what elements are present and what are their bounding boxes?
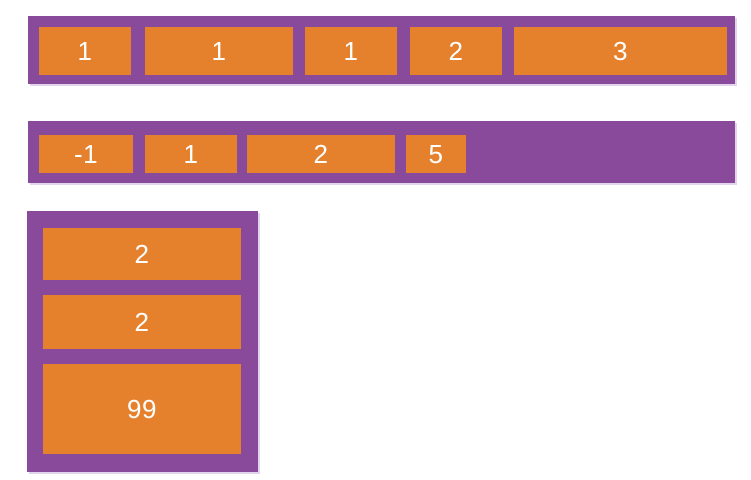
flex-item-box: 1 [145, 27, 293, 75]
flex-item-label: -1 [73, 139, 99, 169]
flex-item-label: 2 [134, 307, 150, 337]
flex-container-row-middle: -1 1 2 5 [28, 121, 735, 183]
flex-item-label: 5 [428, 139, 444, 169]
flex-item-label: 2 [134, 239, 150, 269]
flex-item-box: 1 [145, 135, 237, 173]
flex-item-box: 5 [406, 135, 466, 173]
flex-item-box: 1 [305, 27, 397, 75]
flex-item-label: 1 [343, 36, 359, 66]
flex-item-label: 1 [183, 139, 199, 169]
flex-item-box: 2 [410, 27, 502, 75]
flex-item-box: 3 [514, 27, 727, 75]
flex-container-row-top: 1 1 1 2 3 [28, 16, 735, 84]
flex-item-box: 99 [43, 364, 241, 454]
flex-item-label: 1 [211, 36, 227, 66]
flex-container-column-bottom: 2 2 99 [27, 211, 258, 472]
flex-item-box: 2 [43, 228, 241, 280]
flex-item-label: 99 [127, 394, 157, 424]
flex-item-label: 2 [313, 139, 329, 169]
flex-item-box: 2 [43, 295, 241, 349]
flex-item-box: 1 [39, 27, 131, 75]
flex-item-box: 2 [247, 135, 395, 173]
flex-item-label: 1 [77, 36, 93, 66]
flex-item-label: 2 [448, 36, 464, 66]
flex-item-label: 3 [613, 36, 628, 66]
flex-item-box: -1 [39, 135, 133, 173]
